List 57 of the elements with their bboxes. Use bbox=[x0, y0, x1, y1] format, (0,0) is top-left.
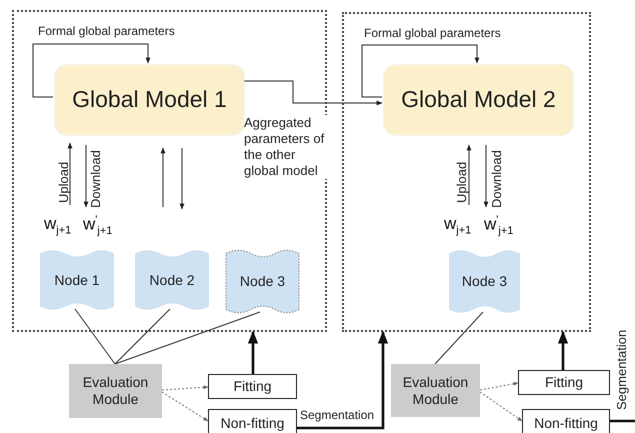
weight-symbol: w$_{j+1}$ bbox=[44, 214, 72, 236]
edge-label: Formal global parameters bbox=[364, 26, 501, 40]
edge-label: Aggregated parameters of the other global model bbox=[244, 115, 330, 179]
arrow bbox=[248, 330, 258, 374]
dotted-arrow bbox=[162, 385, 208, 390]
document-shape bbox=[449, 249, 520, 314]
arrow bbox=[466, 144, 472, 206]
arrow bbox=[484, 144, 488, 208]
model-title: Global Model 1 bbox=[72, 86, 227, 114]
node-label: Fitting bbox=[544, 374, 584, 391]
edge-label: Upload bbox=[455, 162, 469, 203]
node-label: Node 3 bbox=[240, 273, 286, 290]
arrow bbox=[180, 148, 184, 210]
edge-label: Segmentation bbox=[615, 330, 629, 410]
node-label: Non-fitting bbox=[220, 414, 284, 432]
arrow bbox=[32, 44, 150, 98]
document-shape bbox=[226, 249, 299, 314]
result-box bbox=[522, 409, 610, 433]
edge-label: Formal global parameters bbox=[38, 24, 175, 38]
node-label: Node 1 bbox=[54, 272, 100, 288]
connector-line bbox=[434, 312, 484, 364]
node-label: Evaluation Module bbox=[402, 374, 470, 408]
arrow bbox=[68, 142, 72, 206]
dotted-arrow bbox=[162, 392, 208, 422]
result-box bbox=[518, 370, 610, 395]
node-label: Node 3 bbox=[462, 273, 508, 290]
edge-label: Segmentation bbox=[300, 408, 374, 422]
dotted-group-frame bbox=[342, 12, 591, 332]
evaluation-box bbox=[69, 364, 162, 418]
dotted-arrow bbox=[480, 382, 518, 390]
result-box bbox=[208, 374, 297, 399]
edge-label: Upload bbox=[57, 162, 71, 203]
arrow bbox=[558, 330, 568, 370]
connector-line bbox=[74, 308, 116, 364]
edge-label: Download bbox=[89, 150, 103, 208]
node-label: Evaluation Module bbox=[82, 374, 150, 408]
evaluation-box bbox=[391, 364, 480, 417]
arrow bbox=[160, 147, 166, 208]
arrow bbox=[84, 144, 88, 208]
node-label: Non-fitting bbox=[534, 414, 598, 432]
arrow bbox=[297, 330, 388, 430]
document-shape bbox=[40, 249, 114, 311]
node-label: Fitting bbox=[233, 378, 272, 395]
arrow bbox=[362, 44, 480, 98]
connector-line bbox=[114, 312, 260, 364]
result-box bbox=[208, 409, 297, 433]
model-title: Global Model 2 bbox=[401, 86, 556, 114]
dotted-arrow bbox=[480, 392, 522, 422]
connector-line bbox=[610, 420, 635, 422]
weight-symbol: w$_{j+1}$ bbox=[444, 214, 472, 236]
edge-label: Download bbox=[490, 150, 504, 208]
global-model-box bbox=[55, 65, 244, 135]
arrow bbox=[242, 80, 383, 106]
global-model-box bbox=[384, 65, 573, 135]
node-label: Node 2 bbox=[149, 272, 195, 288]
document-shape bbox=[135, 249, 209, 311]
connector-line bbox=[114, 308, 170, 364]
